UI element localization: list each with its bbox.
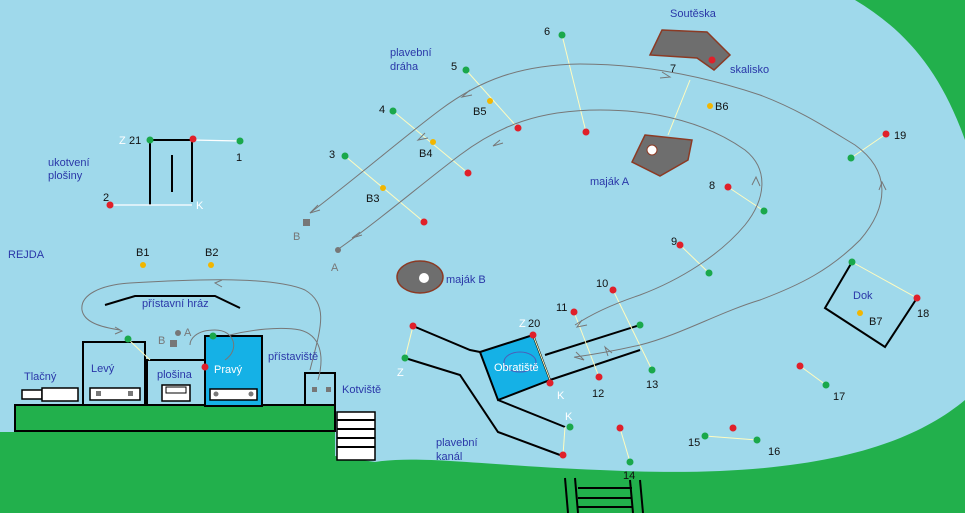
label-plosina: plošina — [157, 369, 193, 381]
buoy-label-18: 18 — [917, 308, 929, 320]
canal-wall-lower — [404, 357, 561, 456]
marker-z-top: Z — [119, 135, 126, 147]
label-majak-a: maják A — [590, 176, 630, 188]
marker-k-top: K — [196, 200, 204, 212]
label-souteska: Soutěska — [670, 8, 717, 20]
buoy-label-13: 13 — [646, 379, 658, 391]
label-plavebni-kanal-1: plavební — [436, 437, 478, 449]
pier-base — [14, 404, 336, 432]
label-ukotveni-1: ukotvení — [48, 157, 90, 169]
marker-z-basin: Z — [519, 318, 526, 330]
marker-k-canal: K — [565, 411, 573, 423]
buoy-label-9: 9 — [671, 236, 677, 248]
label-rejda: REJDA — [8, 249, 45, 261]
dock — [823, 261, 918, 349]
label-pravy: Pravý — [214, 364, 243, 376]
stairs-left — [336, 411, 376, 461]
boat-levy — [89, 387, 141, 401]
buoy-label-4: 4 — [379, 104, 385, 116]
label-plavebni-draha-2: dráha — [390, 61, 419, 73]
label-majak-b: maják B — [446, 274, 486, 286]
mooring-platform — [110, 139, 241, 206]
breakwater — [104, 295, 241, 309]
buoy-label-11: 11 — [556, 302, 567, 314]
buoy-label-10: 10 — [596, 278, 608, 290]
buoy-label-2: 2 — [103, 192, 109, 204]
label-levy: Levý — [91, 363, 115, 375]
routes — [81, 63, 883, 381]
stairs-bottom — [564, 477, 644, 513]
label-skalisko: skalisko — [730, 64, 769, 76]
boat-tlacny-cabin — [21, 389, 43, 400]
canal-wall-upper — [412, 325, 481, 353]
red-buoys — [106, 56, 921, 459]
buoy-label-14: 14 — [623, 470, 635, 482]
yellow-label-b1: B1 — [136, 247, 149, 259]
anchor-a-top — [335, 247, 341, 253]
buoy-label-5: 5 — [451, 61, 457, 73]
label-pristavni-hraz: přístavní hráz — [142, 298, 209, 310]
label-plavebni-draha-1: plavební — [390, 47, 432, 59]
land-bottom — [0, 400, 965, 513]
marker-z-canal: Z — [397, 367, 404, 379]
label-kotviste: Kotviště — [342, 384, 381, 396]
yellow-buoys — [140, 98, 863, 316]
marker-b-top: B — [293, 231, 300, 243]
buoy-label-20: 20 — [528, 318, 540, 330]
buoy-label-19: 19 — [894, 130, 906, 142]
label-plavebni-kanal-2: kanál — [436, 451, 462, 463]
yellow-label-b6: B6 — [715, 101, 728, 113]
yellow-label-b7: B7 — [869, 316, 882, 328]
label-pristaviste: přístaviště — [268, 351, 318, 363]
label-obratiste: Obratiště — [494, 362, 539, 374]
label-dok: Dok — [853, 290, 873, 302]
buoy-label-1: 1 — [236, 152, 242, 164]
marker-a-top: A — [331, 262, 339, 274]
buoy-label-12: 12 — [592, 388, 604, 400]
marker-b-pier: B — [158, 335, 165, 347]
marker-a-pier: A — [184, 327, 192, 339]
yellow-label-b3: B3 — [366, 193, 379, 205]
yellow-label-b2: B2 — [205, 247, 218, 259]
yellow-label-b4: B4 — [419, 148, 432, 160]
boat-pravy — [209, 388, 258, 401]
buoy-label-3: 3 — [329, 149, 335, 161]
green-buoys — [124, 31, 856, 466]
building-levy — [82, 341, 146, 406]
boat-tlacny — [41, 387, 79, 402]
rock-majak-a — [631, 134, 693, 177]
buoy-label-7: 7 — [670, 63, 676, 75]
anchor-b-top — [303, 219, 310, 226]
label-ukotveni-2: plošiny — [48, 170, 83, 182]
buoy-label-8: 8 — [709, 180, 715, 192]
yellow-label-b5: B5 — [473, 106, 486, 118]
buoy-label-16: 16 — [768, 446, 780, 458]
buoy-label-15: 15 — [688, 437, 700, 449]
anchor-b-pier — [170, 340, 177, 347]
label-tlacny: Tlačný — [24, 371, 57, 383]
route-arrows — [114, 71, 887, 361]
land-top-right — [855, 0, 965, 140]
buoy-label-6: 6 — [544, 26, 550, 38]
buoy-label-17: 17 — [833, 391, 845, 403]
buoy-label-21: 21 — [129, 135, 141, 147]
marker-k-basin: K — [557, 390, 565, 402]
anchor-a-pier — [175, 330, 181, 336]
